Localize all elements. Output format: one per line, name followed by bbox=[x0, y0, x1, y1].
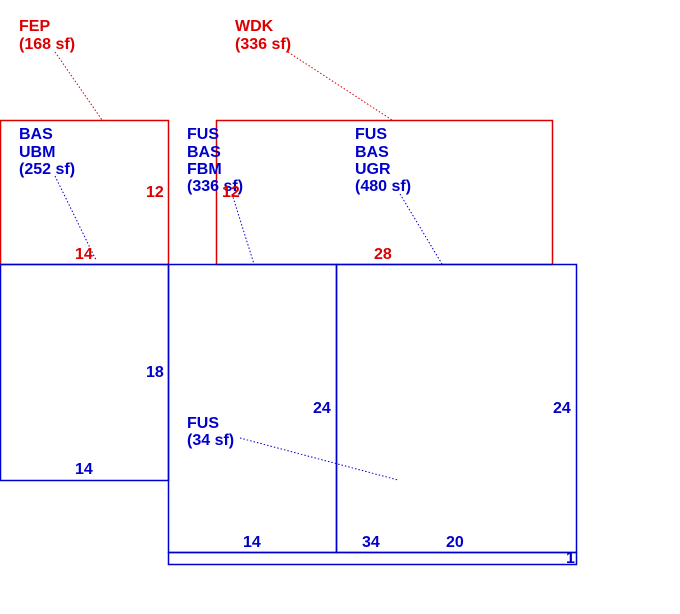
right-section-outline bbox=[335, 263, 578, 554]
ugr-leader bbox=[399, 193, 443, 265]
fus-small-leader bbox=[239, 437, 399, 481]
fus-small-label: FUS (34 sf) bbox=[187, 415, 234, 449]
bas-ubm-leader bbox=[54, 175, 97, 261]
strip-end-dimension: 1 bbox=[566, 550, 575, 567]
fus-bas-ugr-label: FUS BAS UGR (480 sf) bbox=[355, 126, 411, 195]
fep-bottom-dimension: 14 bbox=[75, 246, 93, 263]
wdk-side-dimension: 12 bbox=[222, 184, 240, 201]
fep-label: FEP (168 sf) bbox=[19, 18, 75, 53]
middle-bottom-dimension: 14 bbox=[243, 534, 261, 551]
bas-ubm-label: BAS UBM (252 sf) bbox=[19, 126, 75, 178]
left-side-dimension: 18 bbox=[146, 364, 164, 381]
fus-bas-fbm-label: FUS BAS FBM (336 sf) bbox=[187, 126, 243, 195]
right-side-dimension: 24 bbox=[553, 400, 571, 417]
fep-side-dimension: 12 bbox=[146, 184, 164, 201]
bottom-strip-outline bbox=[167, 551, 578, 566]
middle-side-dimension: 24 bbox=[313, 400, 331, 417]
right-bottom-dimension-b: 20 bbox=[446, 534, 464, 551]
right-bottom-dimension-a: 34 bbox=[362, 534, 380, 551]
fep-leader bbox=[54, 51, 103, 121]
middle-section-outline bbox=[167, 263, 338, 554]
fbm-leader bbox=[231, 193, 255, 265]
wdk-label: WDK (336 sf) bbox=[235, 18, 291, 53]
left-section-outline bbox=[0, 263, 170, 482]
wdk-bottom-dimension: 28 bbox=[374, 246, 392, 263]
left-bottom-dimension: 14 bbox=[75, 461, 93, 478]
wdk-leader bbox=[287, 51, 393, 121]
